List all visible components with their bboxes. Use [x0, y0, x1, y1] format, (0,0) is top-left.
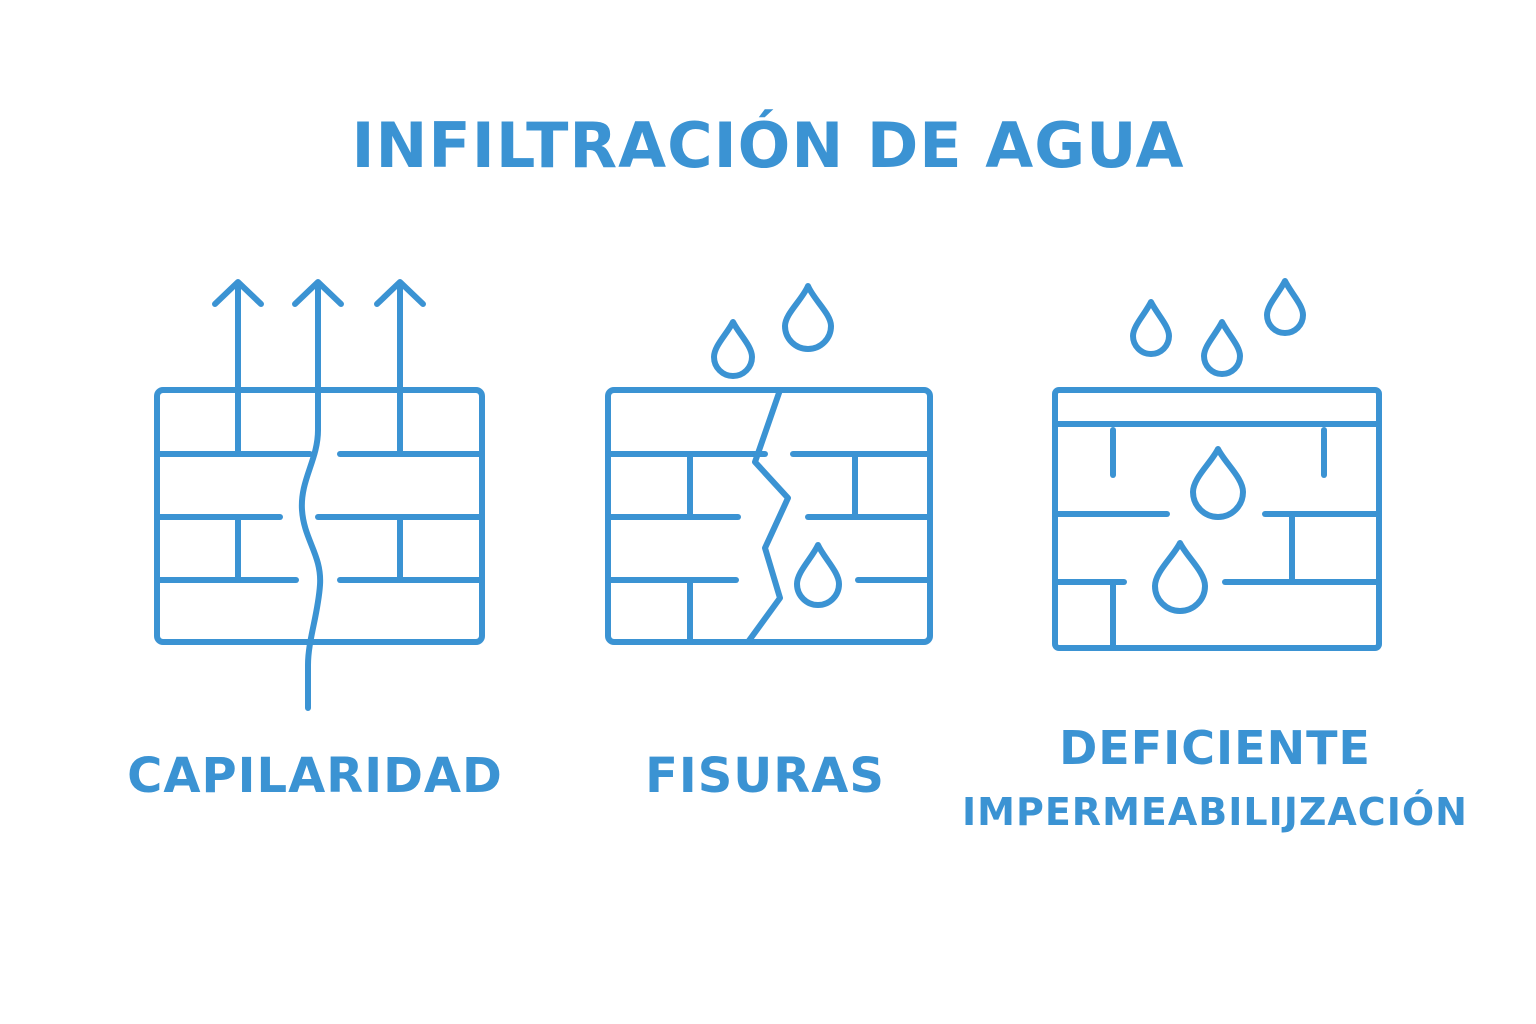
cracked-brick-wall-with-drops-icon: [605, 283, 933, 645]
label-fisuras: FISURAS: [645, 748, 885, 804]
label-deficiente: DEFICIENTE: [1059, 721, 1371, 775]
label-impermeabilizacion: IMPERMEABILIJZACIÓN: [962, 790, 1468, 834]
brick-wall-with-rising-arrows-icon: [154, 279, 485, 711]
label-capilaridad: CAPILARIDAD: [127, 748, 503, 804]
brick-wall-with-leaking-drops-icon: [1052, 278, 1382, 651]
diagram-title: INFILTRACIÓN DE AGUA: [351, 109, 1185, 182]
